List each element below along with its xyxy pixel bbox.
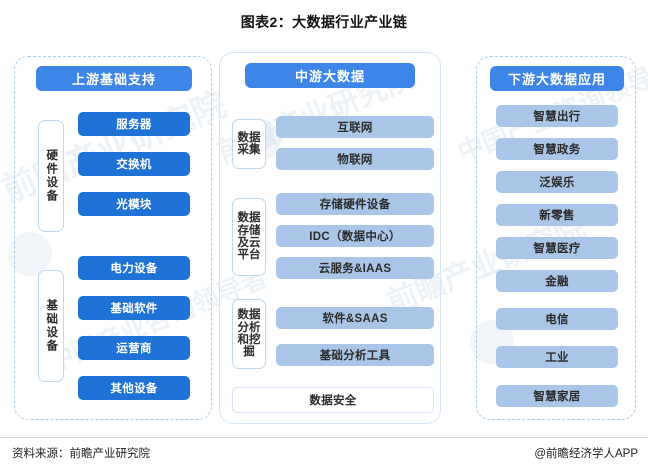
downstream-item[interactable]: 金融 <box>496 270 618 292</box>
downstream-column <box>476 56 636 420</box>
upstream-item[interactable]: 电力设备 <box>78 256 190 280</box>
midstream-item[interactable]: 软件&SAAS <box>276 307 434 329</box>
midstream-footer-item[interactable]: 数据安全 <box>232 387 434 413</box>
midstream-item[interactable]: 物联网 <box>276 148 434 170</box>
upstream-item[interactable]: 交换机 <box>78 152 190 176</box>
downstream-item[interactable]: 新零售 <box>496 204 618 226</box>
midstream-item[interactable]: 存储硬件设备 <box>276 193 434 215</box>
midstream-column <box>219 52 441 424</box>
source-label: 资料来源：前瞻产业研究院 <box>12 448 150 460</box>
upstream-item[interactable]: 光模块 <box>78 192 190 216</box>
midstream-header: 中游大数据 <box>245 63 415 88</box>
downstream-item[interactable]: 泛娱乐 <box>496 171 618 193</box>
upstream-item[interactable]: 基础软件 <box>78 296 190 320</box>
midstream-item[interactable]: IDC（数据中心） <box>276 225 434 247</box>
upstream-item[interactable]: 运营商 <box>78 336 190 360</box>
upstream-item[interactable]: 服务器 <box>78 112 190 136</box>
upstream-item[interactable]: 其他设备 <box>78 376 190 400</box>
upstream-group-label-infrastructure: 基础设备 <box>38 270 64 382</box>
page-title: 图表2：大数据行业产业链 <box>240 14 408 30</box>
midstream-group-label-storage: 数据存储及云平台 <box>232 198 266 276</box>
downstream-item[interactable]: 工业 <box>496 346 618 368</box>
downstream-header: 下游大数据应用 <box>490 66 624 91</box>
downstream-item[interactable]: 智慧医疗 <box>496 237 618 259</box>
midstream-item[interactable]: 云服务&IAAS <box>276 257 434 279</box>
downstream-item[interactable]: 智慧出行 <box>496 105 618 127</box>
downstream-item[interactable]: 智慧家居 <box>496 385 618 407</box>
upstream-header: 上游基础支持 <box>36 66 192 91</box>
downstream-item[interactable]: 智慧政务 <box>496 138 618 160</box>
upstream-column <box>14 56 212 420</box>
brand-label: @前瞻经济学人APP <box>534 448 638 460</box>
footer-divider <box>0 437 648 438</box>
midstream-item[interactable]: 互联网 <box>276 116 434 138</box>
midstream-group-label-collection: 数据采集 <box>232 119 266 169</box>
midstream-item[interactable]: 基础分析工具 <box>276 344 434 366</box>
midstream-group-label-analysis: 数据分析和挖掘 <box>232 299 266 369</box>
downstream-item[interactable]: 电信 <box>496 308 618 330</box>
upstream-group-label-hardware: 硬件设备 <box>38 120 64 232</box>
